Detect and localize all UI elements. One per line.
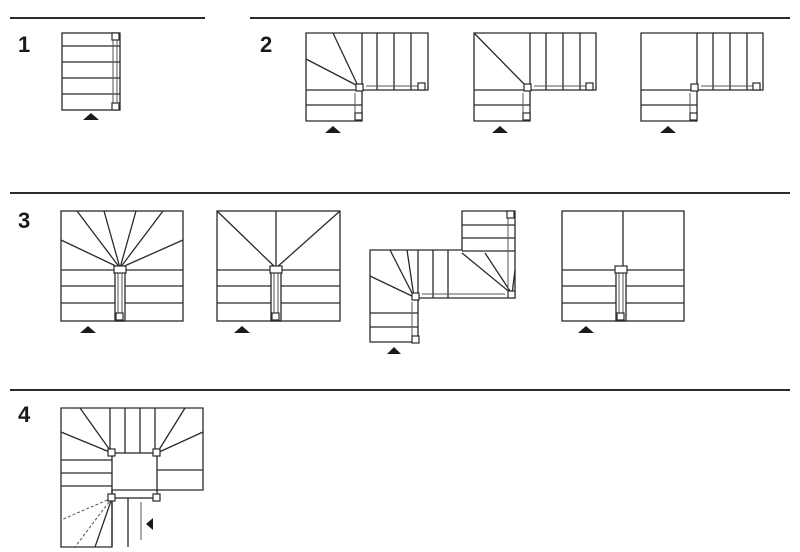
stair-quarter-turn-winders: [305, 32, 429, 133]
entry-arrow-icon: [146, 518, 153, 530]
stair-half-turn-landing: [561, 210, 685, 333]
section-4-label: 4: [18, 402, 31, 427]
entry-arrow-icon: [325, 126, 341, 133]
section-3-label: 3: [18, 208, 31, 233]
entry-arrow-icon: [492, 126, 508, 133]
stair-quarter-turn-winders-diagonal: [473, 32, 597, 133]
entry-arrow-icon: [660, 126, 676, 133]
section-1-label: 1: [18, 32, 31, 57]
stair-straight-flight: [61, 32, 121, 120]
entry-arrow-icon: [83, 113, 99, 120]
stair-half-turn-winders-diagonal: [216, 210, 341, 333]
entry-arrow-icon: [578, 326, 594, 333]
stair-half-turn-winders: [60, 210, 184, 333]
section-2-label: 2: [260, 32, 273, 57]
entry-arrow-icon: [80, 326, 96, 333]
stair-three-quarter-turn: [60, 407, 204, 548]
stair-double-quarter-turn: [369, 210, 516, 354]
stair-quarter-turn-landing: [640, 32, 764, 133]
entry-arrow-icon: [234, 326, 250, 333]
entry-arrow-icon: [387, 347, 401, 354]
